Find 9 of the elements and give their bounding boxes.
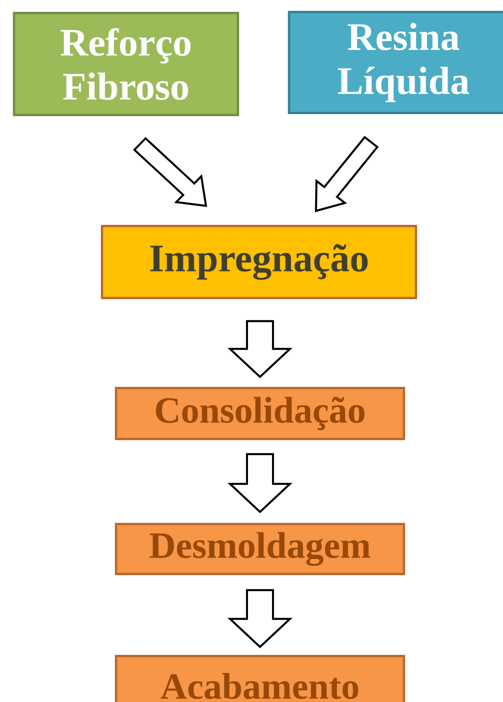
block-arrow [227,320,293,378]
block-arrow [227,589,293,648]
input-box: Reforço Fibroso [12,12,240,116]
process-box: Impregnação [100,224,418,300]
process-box: Consolidação [114,386,406,440]
process-box: Desmoldagem [114,522,406,576]
process-box: Acabamento [114,654,406,702]
input-box: Resina Líquida [288,10,503,114]
block-arrow [227,453,293,514]
